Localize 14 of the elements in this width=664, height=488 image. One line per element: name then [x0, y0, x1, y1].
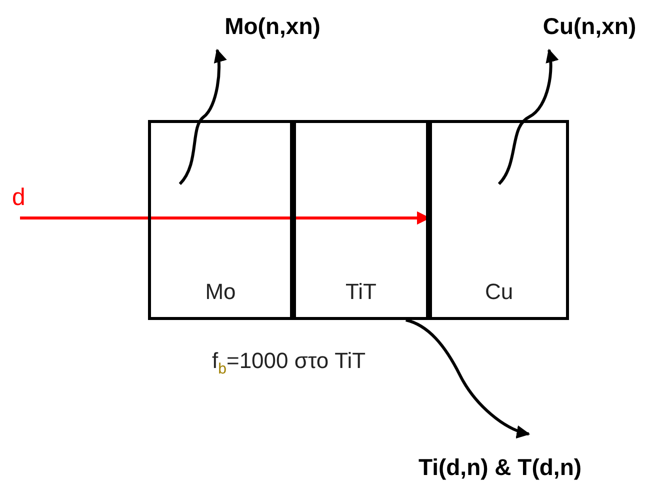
reaction-label: Cu(n,xn): [522, 8, 657, 44]
cell-box: [293, 120, 429, 320]
cell-label: Cu: [484, 279, 514, 305]
edge-label: d: [12, 184, 26, 212]
cell-label: Mo: [205, 279, 236, 305]
arrow: [178, 48, 226, 185]
cell-label: TiT: [346, 279, 376, 305]
arrow: [405, 318, 530, 438]
reaction-label: Ti(d,n) & T(d,n): [380, 450, 620, 484]
note-text: f$_{b}$=1000 στο TiT: [212, 348, 366, 378]
arrow: [498, 48, 558, 185]
reaction-label: Mo(n,xn): [205, 8, 340, 44]
cell-box: [429, 120, 569, 320]
cell-box: [148, 120, 293, 320]
